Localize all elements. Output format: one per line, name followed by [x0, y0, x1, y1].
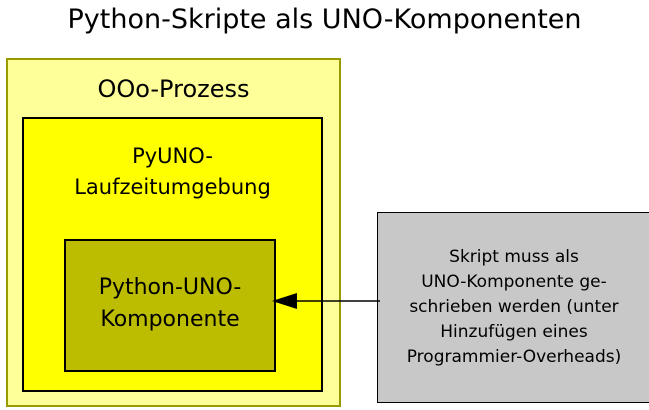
box-ooo-process: OOo-Prozess PyUNO- Laufzeitumgebung Pyth…	[6, 58, 341, 407]
box-python-uno-component: Python-UNO- Komponente	[64, 239, 276, 372]
box-python-uno-component-label-line-1: Python-UNO-	[98, 274, 242, 300]
box-pyuno-runtime-label-line-1: PyUNO-	[132, 144, 213, 168]
box-pyuno-runtime-label: PyUNO- Laufzeitumgebung	[24, 141, 321, 203]
box-note-label-line-1: Skript muss als	[449, 247, 579, 267]
diagram-title: Python-Skripte als UNO-Komponenten	[67, 4, 582, 35]
note-to-component-arrow-icon	[272, 293, 380, 309]
box-note-label-line-2: UNO-Komponente ge-	[421, 272, 607, 292]
box-ooo-process-label: OOo-Prozess	[97, 75, 250, 103]
box-note-label-line-4: Hinzufügen eines	[440, 322, 588, 342]
box-python-uno-component-label: Python-UNO- Komponente	[66, 272, 274, 340]
box-pyuno-runtime-label-line-2: Laufzeitumgebung	[74, 175, 271, 199]
box-note: Skript muss als UNO-Komponente ge- schri…	[377, 212, 649, 403]
box-note-label: Skript muss als UNO-Komponente ge- schri…	[378, 245, 649, 370]
box-python-uno-component-label-line-2: Komponente	[100, 306, 240, 332]
box-pyuno-runtime: PyUNO- Laufzeitumgebung Python-UNO- Komp…	[22, 117, 323, 392]
box-note-label-line-3: schrieben werden (unter	[409, 297, 619, 317]
box-note-label-line-5: Programmier-Overheads)	[406, 347, 622, 367]
